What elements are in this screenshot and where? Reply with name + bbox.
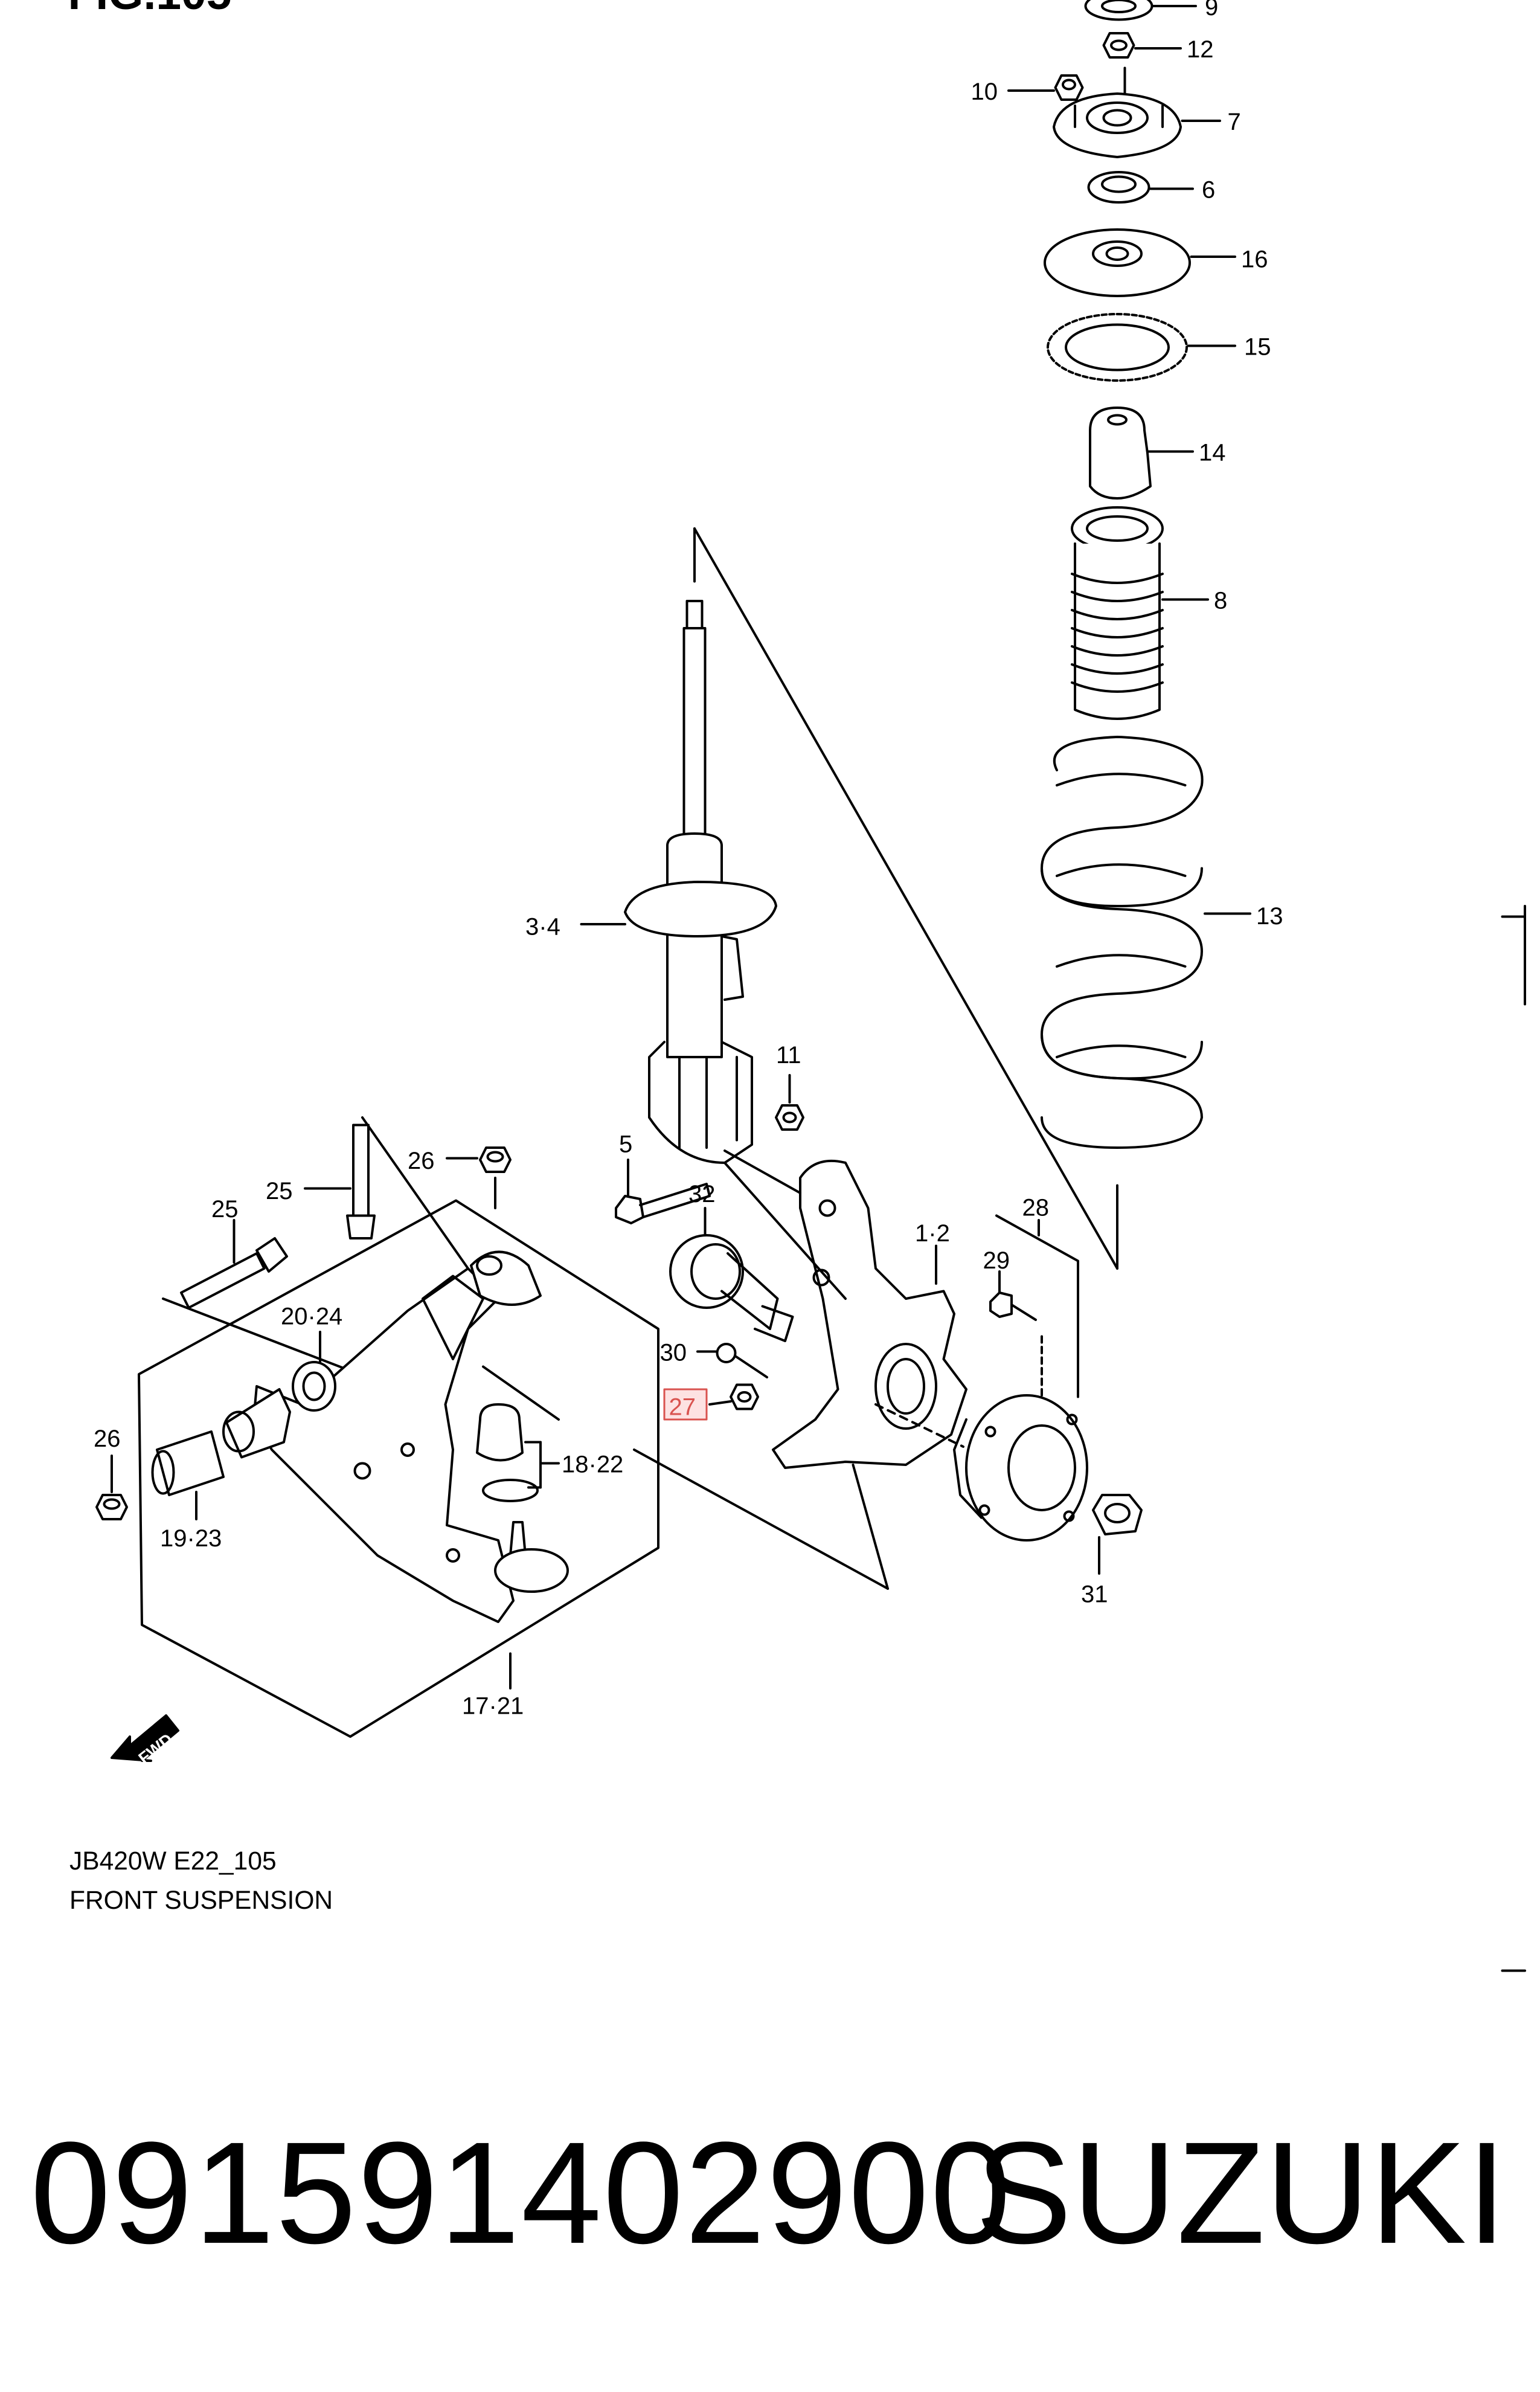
nut-part-26-top [446,1146,512,1209]
callout-8[interactable]: 8 [1214,588,1227,614]
insulator-part-15 [1047,313,1236,382]
callout-25-angled[interactable]: 25 [211,1196,239,1223]
callout-20-24[interactable]: 20·24 [281,1304,342,1330]
callout-18-22[interactable]: 18·22 [562,1452,623,1478]
callout-12[interactable]: 12 [1187,36,1214,63]
callout-1-2[interactable]: 1·2 [915,1220,950,1247]
bolt-part-5 [615,1159,711,1224]
hub-nut-part-31 [1092,1494,1143,1575]
callout-9[interactable]: 9 [1205,0,1218,21]
callout-15[interactable]: 15 [1244,334,1271,361]
nut-part-11 [775,1074,804,1131]
bolt-part-25-angled [180,1219,288,1309]
callout-32[interactable]: 32 [688,1181,716,1207]
highlight-box-27 [663,1388,708,1421]
spring-seat-part-16 [1044,228,1236,297]
arm-bushing-front [222,1388,291,1459]
brand-name: SUZUKI [975,2112,1507,2274]
callout-28[interactable]: 28 [1022,1195,1050,1221]
nut-part-10 [1007,74,1084,101]
rear-bushing [470,1250,542,1306]
figure-title: FRONT SUSPENSION [69,1886,333,1915]
knuckle-part-1-2 [723,1149,967,1469]
bump-stop-part-14 [1089,407,1194,500]
hub-assembly [874,1394,1088,1542]
callout-30[interactable]: 30 [660,1340,687,1366]
footer-band [0,1993,1540,2392]
callout-10[interactable]: 10 [971,79,998,105]
callout-11[interactable]: 11 [776,1042,801,1069]
callout-25-vertical[interactable]: 25 [266,1178,293,1204]
callout-27[interactable]: 27 [669,1394,696,1421]
coil-spring-part-13 [1041,736,1251,1149]
callout-7[interactable]: 7 [1228,109,1241,135]
strut-mount-part-7 [1053,66,1221,158]
callout-29[interactable]: 29 [983,1247,1010,1274]
callout-26-left[interactable]: 26 [94,1426,121,1452]
part-number: 091591402900 [30,2112,1012,2274]
bolt-part-30 [696,1343,768,1378]
drawing-code: JB420W E22_105 [69,1847,277,1876]
figure-label: FIG.105 [68,0,232,19]
bolt-part-29 [989,1270,1043,1398]
nut-part-27 [708,1383,759,1410]
front-suspension-diagram: FIG.105 [68,0,1526,1972]
ball-joint-part-18-22 [476,1403,569,1593]
callout-16[interactable]: 16 [1241,246,1268,273]
nut-part-26-left [95,1455,128,1520]
bolt-part-25-vertical [304,1124,376,1239]
bushing-part-20-24 [292,1331,336,1412]
control-arm-frame [138,1116,659,1738]
callout-14[interactable]: 14 [1199,440,1226,466]
dust-boot-part-8 [1071,506,1209,720]
bearing-part-6 [1087,171,1194,204]
nut-part-12 [1102,32,1182,59]
callout-6[interactable]: 6 [1202,177,1215,204]
callout-3-4[interactable]: 3·4 [525,914,560,940]
callout-17-21[interactable]: 17·21 [462,1693,524,1720]
callout-26-top[interactable]: 26 [408,1148,435,1174]
fwd-arrow-icon: FWD [111,1714,179,1767]
drive-shaft-part-32 [669,1207,794,1342]
strut-part-3-4 [580,600,777,1164]
callout-5[interactable]: 5 [619,1131,632,1158]
washer-part-9 [1084,0,1197,21]
callout-31[interactable]: 31 [1081,1581,1108,1608]
callout-13[interactable]: 13 [1256,903,1283,930]
lower-control-arm [252,1267,515,1623]
bushing-part-19-23 [151,1430,225,1520]
callout-19-23[interactable]: 19·23 [160,1525,222,1552]
